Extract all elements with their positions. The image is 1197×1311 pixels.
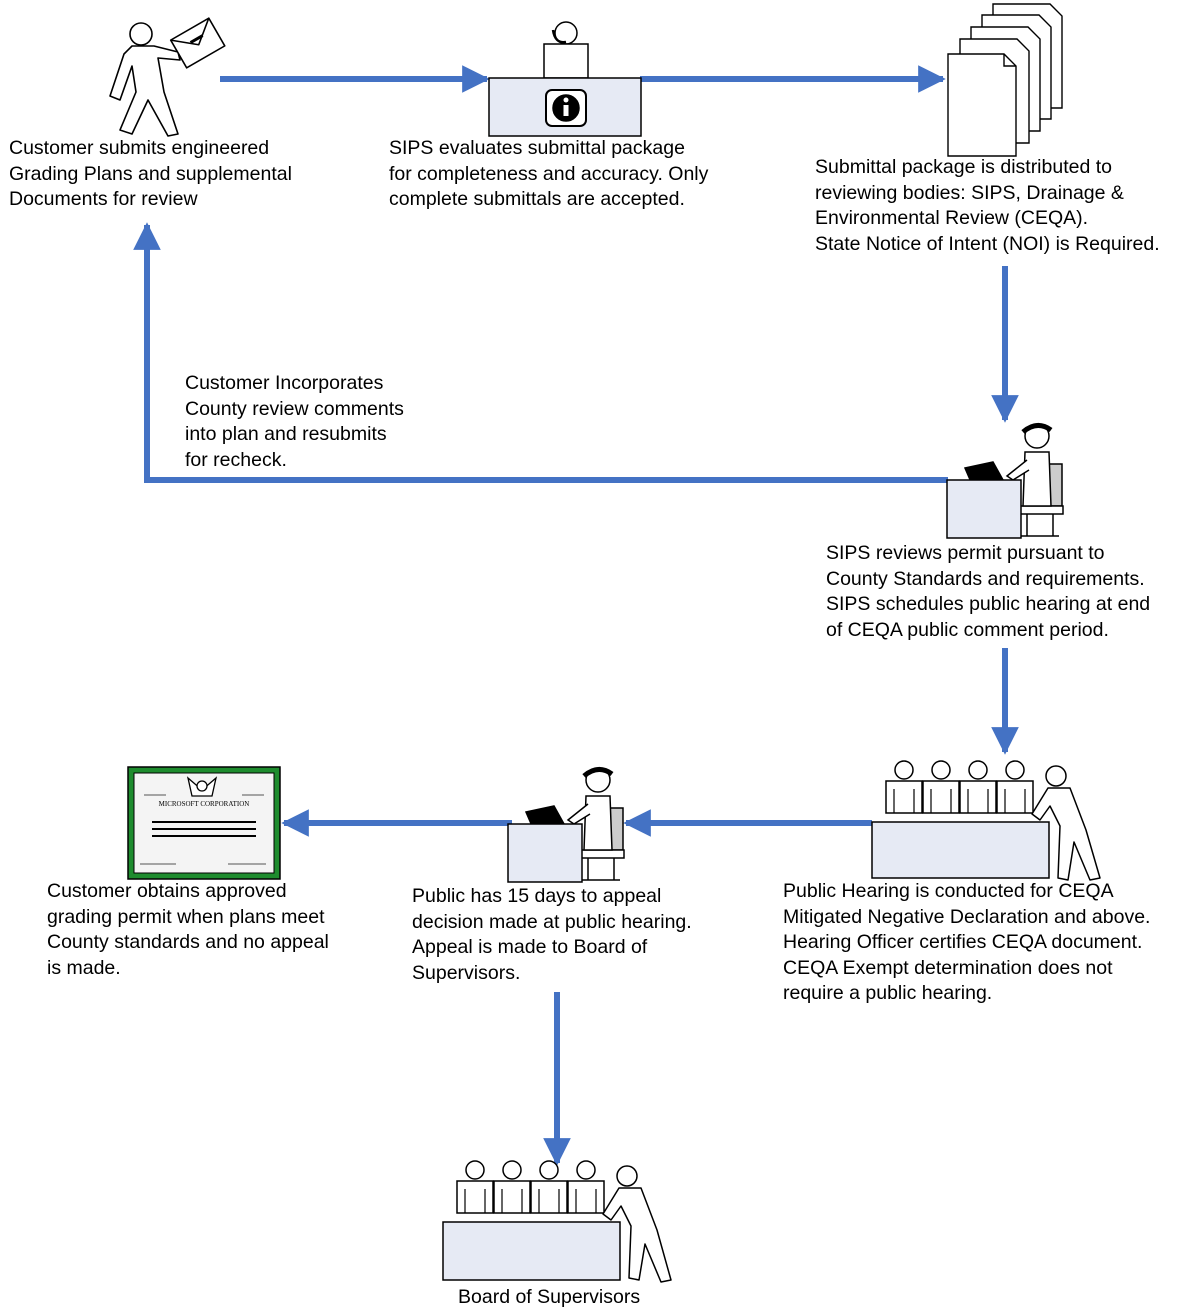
appeal-step-label: Public has 15 days to appeal decision ma… (412, 885, 692, 984)
evaluate-step-label: SIPS evaluates submittal package for com… (389, 137, 709, 210)
resubmit-step-label: Customer Incorporates County review comm… (185, 372, 404, 471)
permit-step-label: Customer obtains approved grading permit… (47, 880, 329, 979)
submit-step-label: Customer submits engineered Grading Plan… (9, 137, 292, 210)
public-hearing-panel-icon (871, 760, 1101, 881)
information-desk-icon (488, 21, 642, 137)
walking-person-icon (109, 17, 226, 137)
certificate-label: MICROSOFT CORPORATION (159, 800, 250, 808)
board-step-label: Board of Supervisors (458, 1286, 641, 1308)
stacked-documents-icon (947, 3, 1063, 157)
board-panel-icon (442, 1160, 672, 1283)
person-at-computer-icon (507, 767, 625, 883)
hearing-step-label: Public Hearing is conducted for CEQA Mit… (783, 880, 1151, 1004)
person-at-computer-icon (946, 423, 1064, 539)
arrow-review-to-submit (133, 222, 948, 483)
distribute-step-label: Submittal package is distributed to revi… (815, 156, 1160, 255)
review-step-label: SIPS reviews permit pursuant to County S… (826, 542, 1151, 641)
certificate-icon: MICROSOFT CORPORATION (127, 766, 281, 880)
